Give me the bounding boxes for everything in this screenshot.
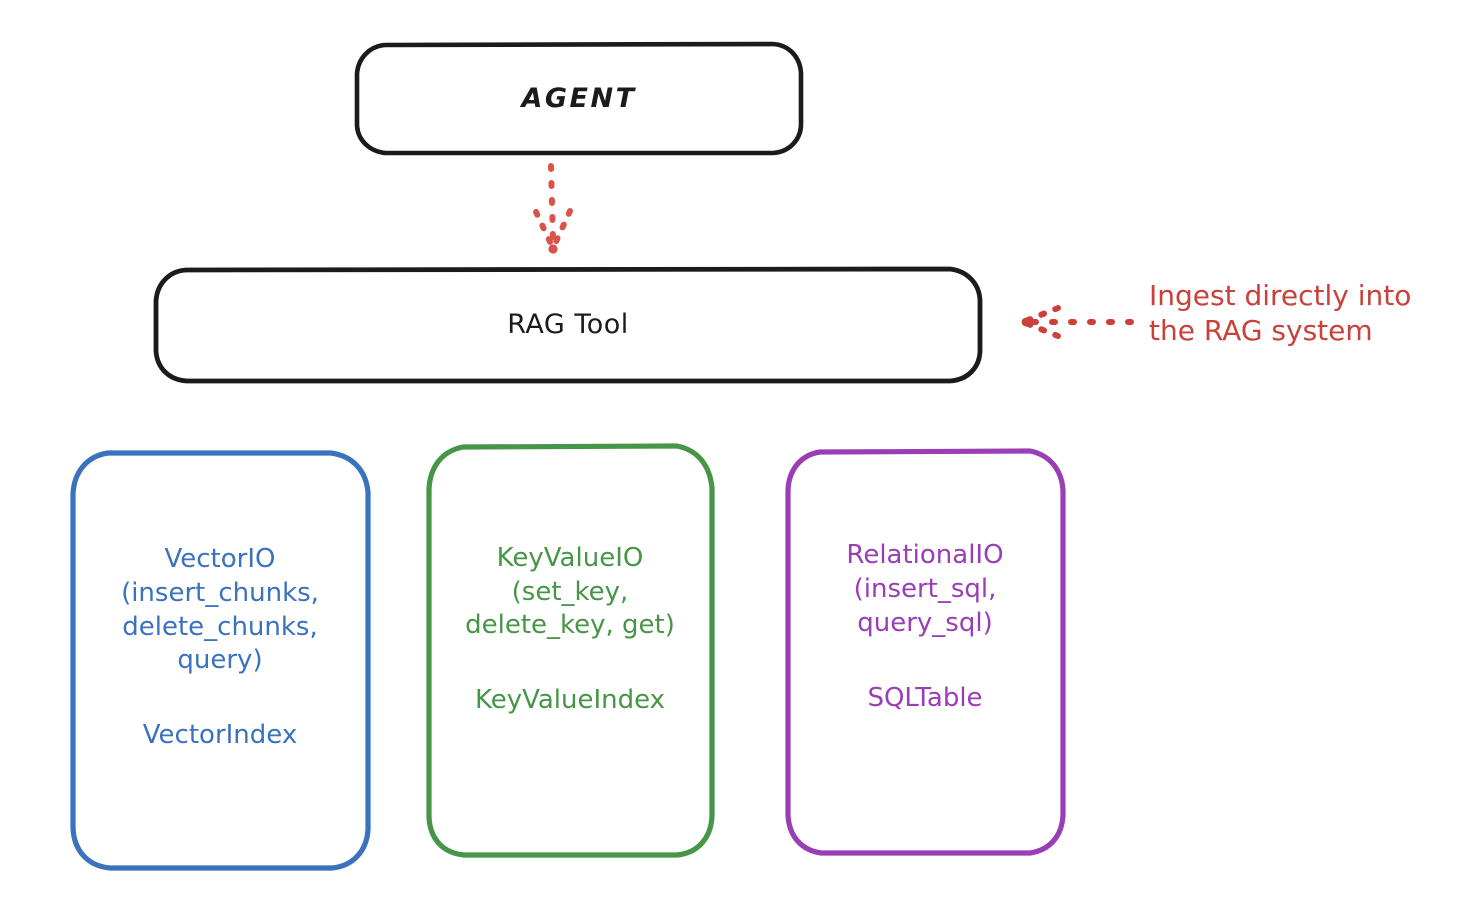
key-value-io-index-label: KeyValueIndex — [474, 685, 666, 716]
vector-io-index-label: VectorIndex — [142, 720, 298, 751]
key-value-io-box-outline — [426, 443, 715, 858]
key-value-io-content: KeyValueIO (set_key, delete_key, get) Ke… — [428, 542, 712, 715]
agent-to-rag-tool-connector — [533, 163, 573, 254]
vector-io-api-label: VectorIO (insert_chunks, delete_chunks, … — [121, 543, 319, 676]
agent-label: AGENT — [521, 82, 637, 114]
relational-io-content: RelationalIO (insert_sql, query_sql) SQL… — [787, 539, 1063, 712]
node-agent[interactable]: AGENT — [357, 44, 801, 154]
vector-io-content: VectorIO (insert_chunks, delete_chunks, … — [72, 543, 368, 750]
node-rag-tool[interactable]: RAG Tool — [156, 269, 980, 382]
rag-tool-label: RAG Tool — [507, 309, 629, 341]
key-value-io-api-label: KeyValueIO (set_key, delete_key, get) — [465, 542, 675, 641]
ingest-connector — [1021, 305, 1134, 339]
vector-io-box-outline — [70, 450, 371, 871]
relational-io-api-label: RelationalIO (insert_sql, query_sql) — [846, 540, 1004, 638]
node-vector-io[interactable]: VectorIO (insert_chunks, delete_chunks, … — [72, 452, 368, 869]
relational-io-box-outline — [785, 448, 1066, 856]
relational-io-index-label: SQLTable — [867, 682, 983, 713]
agent-box-outline — [354, 41, 804, 156]
node-key-value-io[interactable]: KeyValueIO (set_key, delete_key, get) Ke… — [428, 445, 712, 856]
rag-tool-box-outline — [153, 266, 983, 384]
node-relational-io[interactable]: RelationalIO (insert_sql, query_sql) SQL… — [787, 450, 1063, 854]
ingest-annotation-text: Ingest directly into the RAG system — [1149, 279, 1412, 348]
